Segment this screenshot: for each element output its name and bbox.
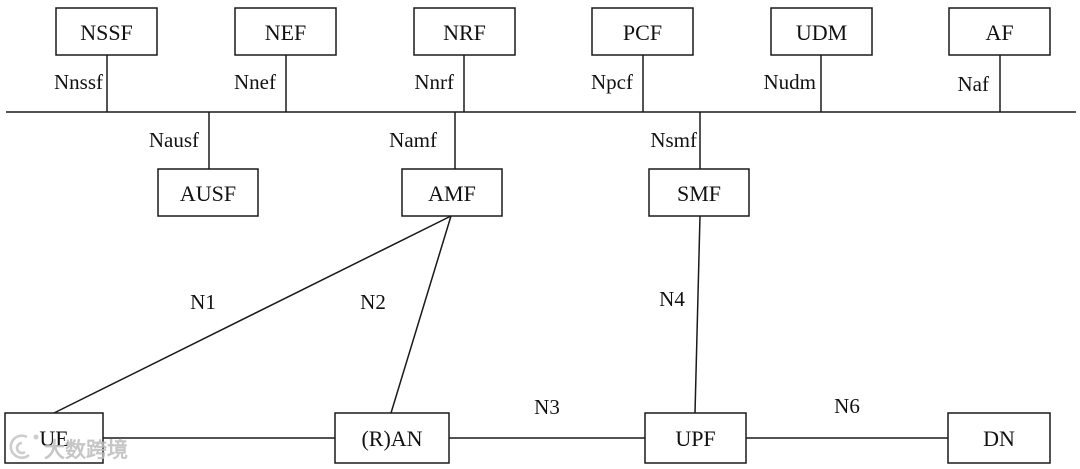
upf-label: UPF bbox=[675, 426, 715, 451]
ausf-node: AUSF bbox=[157, 168, 259, 217]
nef-label: NEF bbox=[265, 20, 307, 45]
n2-label: N2 bbox=[360, 290, 386, 314]
nsmf-interface-label: Nsmf bbox=[650, 128, 697, 152]
ausf-label: AUSF bbox=[180, 181, 236, 206]
amf-label: AMF bbox=[428, 181, 476, 206]
n6-label: N6 bbox=[834, 394, 860, 418]
watermark: 大数跨境 bbox=[9, 434, 128, 462]
pcf-node: PCF bbox=[591, 7, 694, 56]
ue-label: UE bbox=[39, 426, 68, 451]
pcf-label: PCF bbox=[623, 20, 662, 45]
n4-label: N4 bbox=[659, 287, 685, 311]
n2-link bbox=[390, 215, 452, 414]
smf-label: SMF bbox=[677, 181, 721, 206]
nausf-interface-label: Nausf bbox=[149, 128, 199, 152]
watermark-text: 大数跨境 bbox=[44, 438, 128, 462]
udm-label: UDM bbox=[796, 20, 847, 45]
nrf-node: NRF bbox=[413, 7, 516, 56]
namf-interface-label: Namf bbox=[389, 128, 437, 152]
n1-label: N1 bbox=[190, 290, 216, 314]
nnef-interface-label: Nnef bbox=[234, 70, 276, 94]
npcf-interface-label: Npcf bbox=[591, 70, 633, 94]
nrf-label: NRF bbox=[443, 20, 486, 45]
n4-link bbox=[694, 215, 701, 414]
af-node: AF bbox=[948, 7, 1051, 56]
ran-label: (R)AN bbox=[361, 426, 422, 451]
ran-node: (R)AN bbox=[334, 412, 450, 464]
nssf-label: NSSF bbox=[80, 20, 133, 45]
n3-label: N3 bbox=[534, 395, 560, 419]
nudm-interface-label: Nudm bbox=[764, 70, 817, 94]
upf-node: UPF bbox=[644, 412, 747, 464]
smf-node: SMF bbox=[648, 168, 750, 217]
amf-node: AMF bbox=[401, 168, 503, 217]
nnssf-interface-label: Nnssf bbox=[54, 70, 103, 94]
watermark-logo-icon bbox=[9, 434, 39, 459]
dn-label: DN bbox=[983, 426, 1015, 451]
nef-node: NEF bbox=[234, 7, 337, 56]
nssf-node: NSSF bbox=[55, 7, 158, 56]
dn-node: DN bbox=[947, 412, 1051, 464]
nnrf-interface-label: Nnrf bbox=[414, 70, 454, 94]
naf-interface-label: Naf bbox=[958, 72, 989, 96]
ue-node: UE bbox=[4, 412, 104, 464]
n1-link bbox=[53, 215, 452, 414]
udm-node: UDM bbox=[770, 7, 873, 56]
af-label: AF bbox=[985, 20, 1013, 45]
